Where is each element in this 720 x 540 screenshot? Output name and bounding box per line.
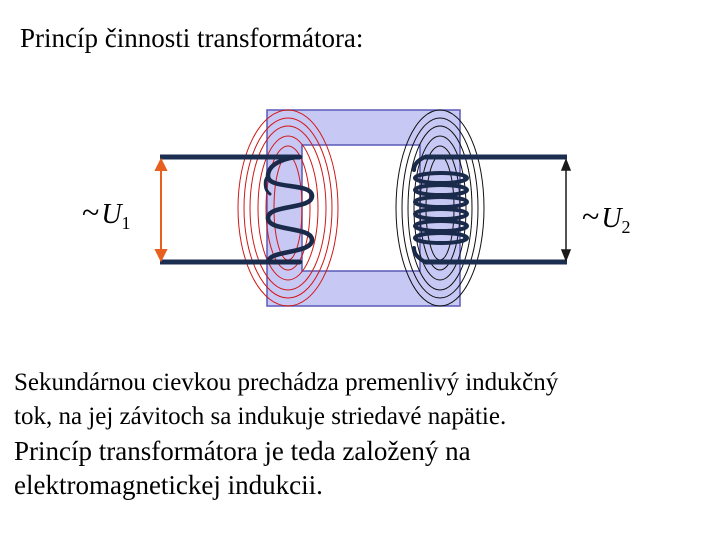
explanation-line: tok, na jej závitoch sa indukuje strieda… xyxy=(14,403,507,430)
primary-voltage-label: ~U1 xyxy=(82,194,131,233)
page-title: Princíp činnosti transformátora: xyxy=(20,23,364,53)
explanation-line: Princíp transformátora je teda založený … xyxy=(14,436,471,466)
primary-coil xyxy=(263,154,315,265)
explanation-line: Sekundárnou cievkou prechádza premenlivý… xyxy=(14,369,559,396)
transformer-diagram xyxy=(154,109,572,307)
secondary-wires xyxy=(425,154,567,265)
explanation-text: Sekundárnou cievkou prechádza premenlivý… xyxy=(14,366,714,502)
secondary-voltage-label: ~U2 xyxy=(582,198,631,237)
primary-field-lines xyxy=(237,109,339,307)
primary-voltage-arrow xyxy=(154,157,168,263)
secondary-coil xyxy=(412,155,469,264)
explanation-line: elektromagnetickej indukcii. xyxy=(14,470,323,500)
secondary-voltage-arrow xyxy=(560,157,572,263)
